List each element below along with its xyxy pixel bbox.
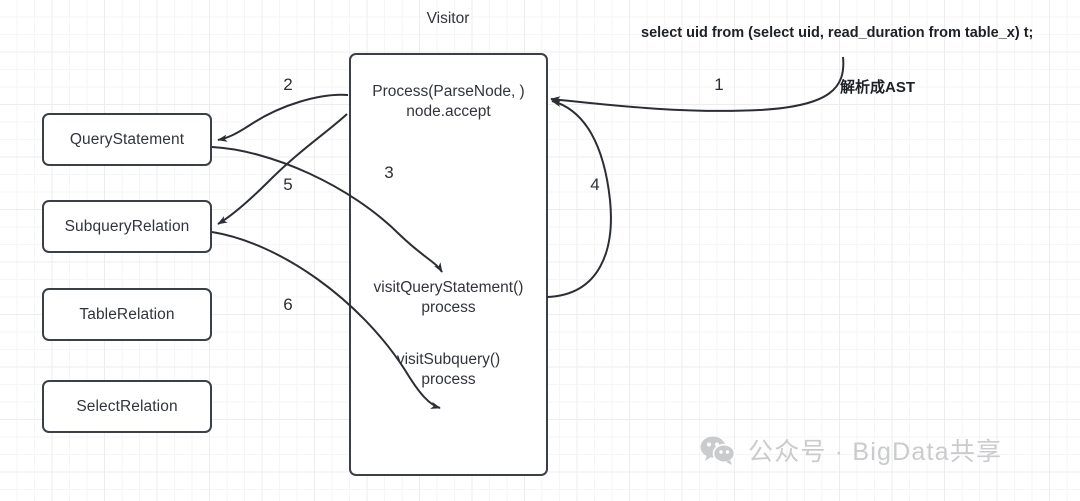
watermark-text: 公众号 · BigData共享 (748, 438, 1003, 466)
parse-to-ast-label: 解析成AST (840, 79, 916, 96)
node-table-relation[interactable]: TableRelation (42, 288, 212, 341)
node-label: SelectRelation (76, 397, 178, 415)
node-label: QueryStatement (69, 130, 185, 148)
arrow-5-path (217, 113, 348, 225)
step-number-1: 1 (714, 75, 724, 94)
step-number-2: 2 (283, 75, 293, 94)
watermark: 公众号 · BigData共享 (700, 432, 1002, 468)
arrow-4-path (546, 99, 612, 298)
arrow-1-path (550, 56, 845, 112)
visitor-title: Visitor (426, 10, 470, 27)
step-number-5: 5 (283, 175, 293, 194)
wechat-icon (700, 435, 736, 465)
sql-statement-label: select uid from (select uid, read_durati… (641, 25, 1034, 41)
process-parsenode-label: Process(ParseNode, ) node.accept (372, 83, 525, 120)
step-number-3: 3 (384, 163, 394, 182)
node-label: TableRelation (79, 305, 175, 323)
visit-subquery-label: visitSubquery() process (396, 351, 501, 388)
visit-query-statement-label: visitQueryStatement() process (373, 279, 524, 316)
step-number-4: 4 (590, 175, 600, 194)
step-number-6: 6 (283, 295, 293, 314)
node-query-statement[interactable]: QueryStatement (42, 113, 212, 166)
node-subquery-relation[interactable]: SubqueryRelation (42, 200, 212, 253)
node-select-relation[interactable]: SelectRelation (42, 380, 212, 433)
node-label: SubqueryRelation (64, 217, 190, 235)
arrow-2-path (217, 93, 349, 142)
